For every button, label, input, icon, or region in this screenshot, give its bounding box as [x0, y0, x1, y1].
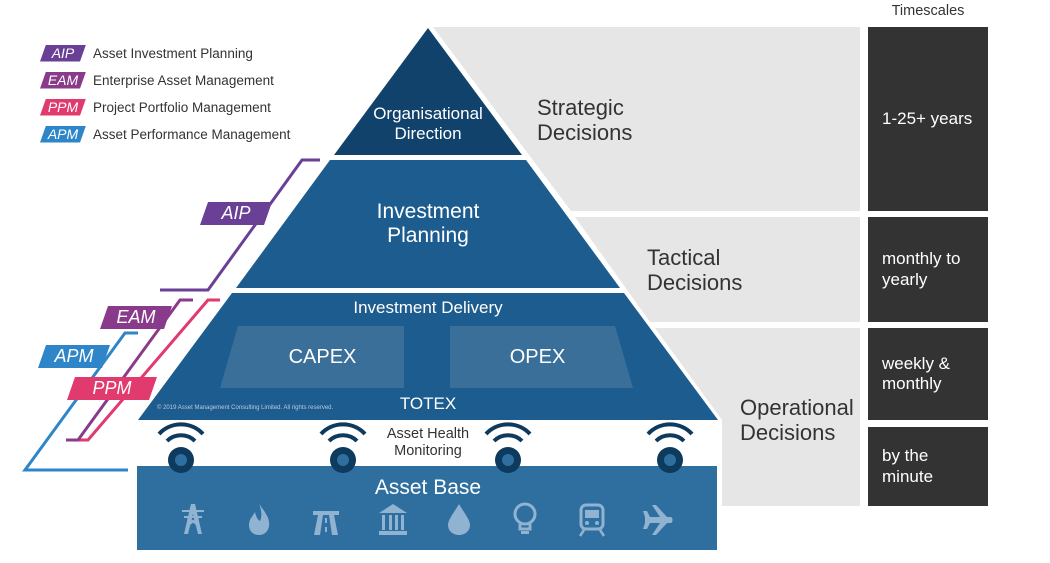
- tactical-decisions-label: Tactical Decisions: [647, 245, 743, 296]
- legend-item-eam: EAM Enterprise Asset Management: [40, 70, 274, 90]
- timescale-value: monthly to yearly: [882, 249, 961, 289]
- timescale-value: by the minute: [882, 446, 934, 486]
- asset-health-monitoring-label: Asset Health Monitoring: [386, 426, 470, 460]
- opex-label: OPEX: [509, 346, 566, 368]
- timescale-value: 1-25+ years: [882, 108, 973, 128]
- timescale-box-tactical: monthly to yearly: [868, 217, 988, 322]
- copyright-text: © 2019 Asset Management Consulting Limit…: [157, 405, 334, 411]
- legend-label-apm: Asset Performance Management: [93, 126, 291, 142]
- asset-base-label: Asset Base: [374, 476, 482, 499]
- tier-middle: [236, 160, 620, 288]
- investment-delivery-label: Investment Delivery: [353, 298, 503, 317]
- side-tag-apm: APM: [38, 345, 110, 368]
- legend-label-eam: Enterprise Asset Management: [93, 72, 274, 88]
- strategic-panel: [433, 27, 860, 211]
- tactical-panel: [575, 217, 860, 322]
- timescales-heading: Timescales: [891, 3, 965, 19]
- legend-tag-ppm: PPM: [40, 99, 86, 116]
- side-tag-aip: AIP: [200, 202, 272, 225]
- aip-connector-line: [160, 158, 320, 292]
- capex-label: CAPEX: [288, 346, 357, 368]
- totex-label: TOTEX: [399, 394, 457, 413]
- ppm-connector-line: [75, 298, 220, 442]
- opex-box: [450, 326, 633, 388]
- investment-planning-label: Investment Planning: [376, 200, 480, 248]
- eam-connector-line: [66, 298, 193, 442]
- legend-label-aip: Asset Investment Planning: [93, 45, 253, 61]
- capex-box: [220, 326, 404, 388]
- side-tag-ppm: PPM: [67, 377, 157, 400]
- timescale-box-strategic: 1-25+ years: [868, 27, 988, 211]
- tier-lower: [138, 293, 718, 420]
- timescale-value: weekly & monthly: [882, 353, 951, 393]
- legend-item-ppm: PPM Project Portfolio Management: [40, 97, 271, 117]
- legend-tag-eam: EAM: [40, 72, 86, 89]
- organisational-direction-label: Organisational Direction: [373, 104, 483, 143]
- timescale-box-operational-weekly: weekly & monthly: [868, 328, 988, 420]
- legend-tag-apm: APM: [40, 126, 86, 143]
- apm-connector-line: [22, 331, 138, 472]
- asset-base-bar: [137, 466, 717, 550]
- legend-item-aip: AIP Asset Investment Planning: [40, 43, 253, 63]
- legend-label-ppm: Project Portfolio Management: [93, 99, 271, 115]
- operational-panel: [655, 328, 860, 506]
- side-tag-eam: EAM: [100, 306, 172, 329]
- tier-top: [334, 28, 522, 155]
- legend-item-apm: APM Asset Performance Management: [40, 124, 290, 144]
- strategic-decisions-label: Strategic Decisions: [537, 95, 633, 146]
- legend-tag-aip: AIP: [40, 45, 86, 62]
- operational-decisions-label: Operational Decisions: [740, 395, 854, 446]
- timescale-box-operational-minute: by the minute: [868, 427, 988, 506]
